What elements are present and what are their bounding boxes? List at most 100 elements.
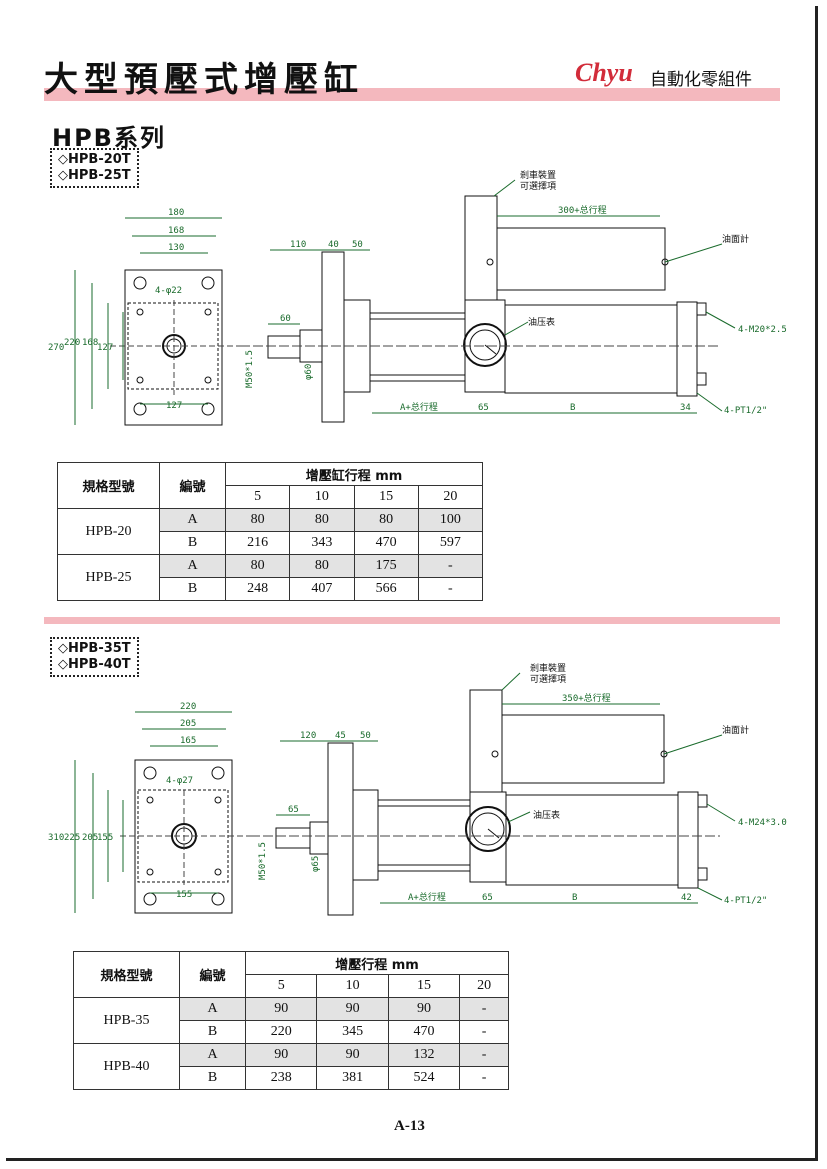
- stroke-header: 10: [316, 974, 389, 998]
- dim-label: 220: [64, 338, 80, 348]
- section-divider: [44, 617, 780, 624]
- dim-label: 205: [82, 833, 98, 843]
- stroke-header: 15: [387, 974, 461, 998]
- flange-front-view: [124, 269, 223, 426]
- code-cell: A: [159, 554, 226, 578]
- hole-label: 4-φ22: [155, 286, 182, 296]
- col-header-stroke: 增壓缸行程 mm: [225, 462, 483, 486]
- value-cell: 524: [387, 1066, 461, 1090]
- bolt-label: 4-M24*3.0: [738, 818, 787, 828]
- port-label: 4-PT1/2": [724, 406, 767, 416]
- value-cell: 381: [316, 1066, 389, 1090]
- dim-label: 180: [168, 208, 184, 218]
- value-cell: 90: [244, 1043, 318, 1067]
- flange-side-view: [321, 251, 345, 423]
- value-cell: 80: [289, 508, 355, 532]
- value-cell: 80: [224, 554, 291, 578]
- dim-label: 42: [681, 893, 692, 903]
- brake-label: 剎車裝置: [520, 169, 556, 181]
- value-cell: -: [459, 1066, 509, 1090]
- model-list-1: ◇HPB-20T ◇HPB-25T: [50, 148, 139, 188]
- value-cell: 470: [353, 531, 419, 555]
- value-cell: 216: [224, 531, 291, 555]
- value-cell: -: [459, 997, 509, 1021]
- dim-label: 205: [180, 719, 196, 729]
- col-header-code: 編號: [179, 951, 246, 998]
- dim-label: 168: [82, 338, 98, 348]
- table-row: B 216 343 470 597: [58, 531, 484, 555]
- dim-label: 34: [680, 403, 691, 413]
- dim-label: 60: [280, 314, 291, 324]
- gauge-label: 油压表: [533, 809, 560, 821]
- value-cell: -: [459, 1020, 509, 1044]
- spec-table-1: 規格型號 編號 增壓缸行程 mm 5 10 15 20 HPB-20 A 80 …: [57, 462, 484, 601]
- value-cell: 132: [387, 1043, 461, 1067]
- dim-label: 50: [352, 240, 363, 250]
- header-band: [44, 88, 780, 101]
- model-item: ◇HPB-25T: [58, 168, 131, 183]
- code-cell: A: [179, 997, 246, 1021]
- stroke-header: 5: [224, 485, 291, 509]
- code-cell: A: [159, 508, 226, 532]
- dim-label: 110: [290, 240, 306, 250]
- value-cell: -: [417, 554, 484, 578]
- dim-label: 130: [168, 243, 184, 253]
- dim-label: 50: [360, 731, 371, 741]
- page-title: 大型預壓式增壓缸: [44, 60, 364, 100]
- value-cell: 90: [316, 997, 389, 1021]
- dim-label: 168: [168, 226, 184, 236]
- code-cell: B: [159, 531, 226, 555]
- dia-label: φ65: [311, 856, 321, 872]
- dim-label: B: [570, 403, 575, 413]
- stroke-header: 5: [244, 974, 318, 998]
- brand-logo: Chyu: [575, 58, 633, 87]
- dim-label: 120: [300, 731, 316, 741]
- value-cell: 345: [316, 1020, 389, 1044]
- stroke-label: 350+总行程: [562, 692, 611, 704]
- gauge-label: 油压表: [528, 316, 555, 328]
- col-header-stroke: 增壓行程 mm: [245, 951, 509, 975]
- dim-label: 65: [478, 403, 489, 413]
- dim-label: 220: [180, 702, 196, 712]
- model-item: ◇HPB-35T: [58, 641, 131, 656]
- value-cell: -: [459, 1043, 509, 1067]
- model-cell: HPB-20: [57, 508, 160, 555]
- value-cell: 407: [289, 577, 355, 601]
- model-item: ◇HPB-40T: [58, 657, 131, 672]
- dim-label: 65: [482, 893, 493, 903]
- table-row: HPB-25 A 80 80 175 -: [57, 554, 484, 601]
- page-number: A-13: [394, 1118, 425, 1134]
- dim-label: 155: [97, 833, 113, 843]
- thread-label: M50*1.5: [245, 350, 255, 388]
- brand-subtitle: 自動化零組件: [650, 70, 752, 90]
- dim-label: 45: [335, 731, 346, 741]
- code-cell: A: [179, 1043, 246, 1067]
- code-cell: B: [179, 1066, 246, 1090]
- model-cell: HPB-40: [73, 1043, 180, 1090]
- port-label: 4-PT1/2": [724, 896, 767, 906]
- value-cell: 90: [316, 1043, 389, 1067]
- value-cell: 220: [244, 1020, 318, 1044]
- table-row: HPB-20 A 80 80 80 100: [57, 508, 484, 555]
- value-cell: 343: [289, 531, 355, 555]
- value-cell: 90: [387, 997, 461, 1021]
- dim-label: 155: [176, 890, 192, 900]
- hole-label: 4-φ27: [166, 776, 193, 786]
- dim-label: A+总行程: [400, 401, 438, 413]
- table-row: B 248 407 566 -: [58, 577, 484, 601]
- model-list-2: ◇HPB-35T ◇HPB-40T: [50, 637, 139, 677]
- dia-label: φ60: [304, 364, 314, 380]
- brake-label: 剎車裝置: [530, 662, 566, 674]
- oil-meter-label: 油面計: [722, 233, 749, 245]
- brake-label: 可選擇項: [520, 180, 556, 192]
- stroke-header: 20: [417, 485, 484, 509]
- dim-label: 270: [48, 343, 64, 353]
- flange-side-view-2: [327, 742, 354, 916]
- dim-label: 40: [328, 240, 339, 250]
- dim-label: A+总行程: [408, 891, 446, 903]
- col-header-model: 規格型號: [57, 462, 160, 509]
- value-cell: 470: [387, 1020, 461, 1044]
- stroke-header: 15: [353, 485, 419, 509]
- value-cell: 566: [353, 577, 419, 601]
